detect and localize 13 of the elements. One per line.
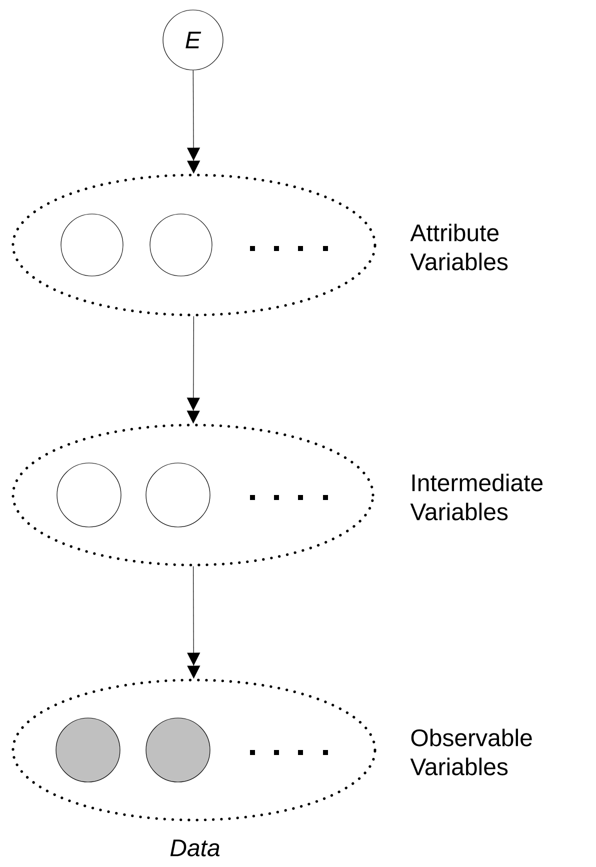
dotted-ellipse [12, 174, 376, 316]
variable-circle [56, 462, 122, 528]
variable-circle [146, 462, 210, 528]
group-label: Observable Variables [410, 728, 532, 776]
variable-circle [146, 718, 210, 782]
group-label: Data [170, 840, 220, 856]
group-label: Intermediate Variables [410, 474, 543, 520]
variable-circle [60, 214, 124, 276]
dotted-ellipse [12, 424, 374, 566]
dotted-ellipse [12, 678, 376, 822]
group-label: Attribute Variables [410, 224, 508, 270]
variable-circle [150, 214, 212, 276]
variable-circle [56, 718, 120, 782]
